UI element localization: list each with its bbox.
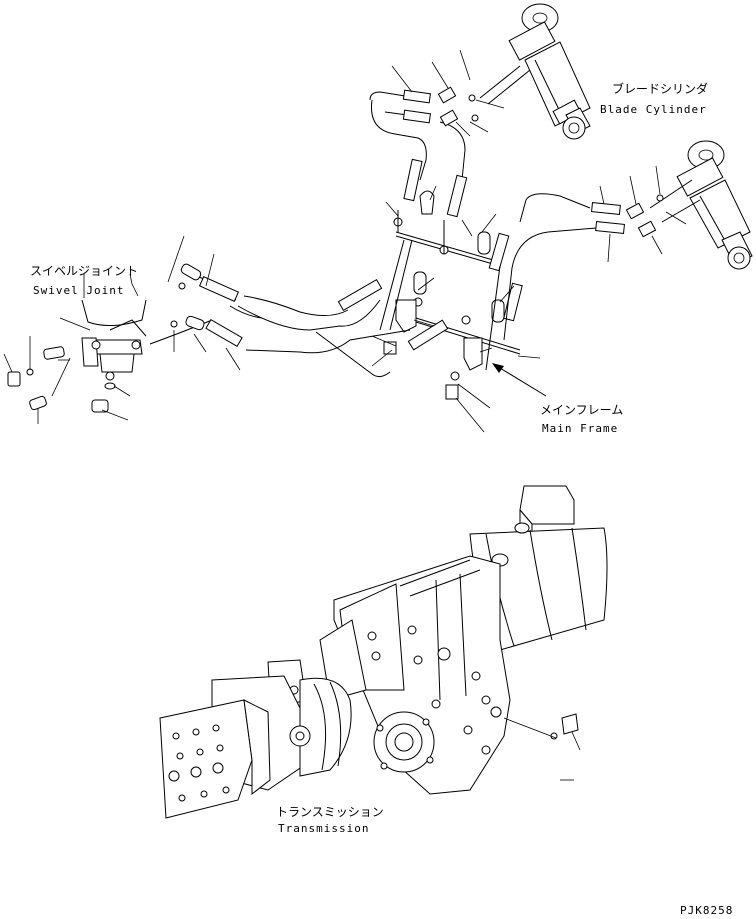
transmission-label-jp: トランスミッション [276, 805, 384, 819]
swivel-joint-label-jp: スイベルジョイント [30, 264, 138, 278]
drawing-code: PJK8258 [680, 904, 733, 917]
hose-lower-set [503, 165, 701, 341]
blade-cylinder-upper [508, 3, 591, 140]
labels: ブレードシリンダ Blade Cylinder スイベルジョイント Swivel… [30, 81, 733, 917]
main-frame-label-en: Main Frame [542, 422, 618, 435]
blade-cylinder-label-en: Blade Cylinder [600, 103, 707, 116]
swivel-joint-label-en: Swivel Joint [33, 284, 124, 297]
main-frame-piping [371, 158, 541, 433]
hose-upper-set [369, 49, 531, 181]
hose-left-set [149, 235, 449, 378]
blade-cylinder-lower [676, 140, 753, 270]
main-frame-arrowhead [492, 363, 504, 373]
main-frame-label-jp: メインフレーム [540, 403, 623, 417]
main-frame-pointer [499, 367, 547, 397]
transmission-label-en: Transmission [278, 822, 369, 835]
transmission-assembly [159, 485, 608, 819]
swivel-joint [3, 273, 147, 424]
blade-cylinder-label-jp: ブレードシリンダ [612, 81, 708, 96]
